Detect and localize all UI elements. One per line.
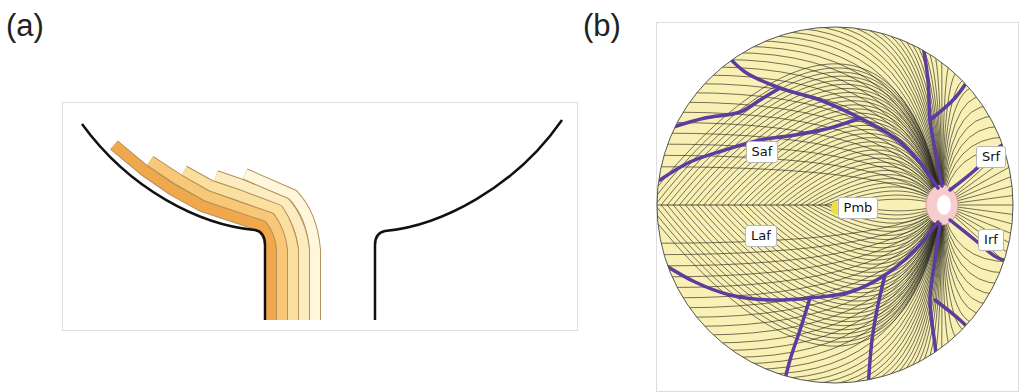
nerve-fiber	[666, 205, 942, 277]
region-label: Pmb	[844, 200, 873, 216]
nerve-fiber	[655, 205, 942, 338]
nerve-fiber	[649, 68, 942, 205]
blood-vessel	[660, 118, 860, 180]
label-box: Pmb	[838, 197, 879, 219]
nerve-fiber	[682, 102, 942, 205]
nerve-fiber	[742, 205, 942, 364]
nerve-fiber	[722, 117, 942, 205]
label-box: Irf	[978, 229, 1004, 251]
blood-vessel	[868, 275, 885, 390]
panel-frame	[63, 103, 578, 331]
nerve-fiber	[655, 167, 942, 205]
blood-vessel	[918, 20, 942, 186]
fiber-layer	[114, 145, 271, 320]
blood-vessel	[705, 30, 938, 188]
blood-vessel	[950, 138, 1015, 190]
cup-wall	[375, 120, 562, 320]
nerve-fiber	[774, 205, 942, 378]
nerve-fibers	[643, 21, 1019, 389]
nerve-fiber	[796, 25, 942, 205]
blood-vessel	[935, 300, 1000, 360]
blood-vessel	[670, 88, 780, 128]
nerve-fiber	[728, 121, 942, 205]
region-label: Saf	[752, 144, 773, 160]
region-label: Laf	[751, 228, 771, 244]
nerve-fiber	[722, 205, 942, 293]
cup-wall	[82, 124, 265, 320]
fundus-outline	[657, 27, 1013, 383]
nerve-fiber	[722, 205, 942, 350]
nerve-fiber	[658, 155, 942, 205]
nerve-fiber	[643, 64, 942, 205]
panel-frame	[657, 23, 1019, 392]
panel-label: (b)	[583, 8, 621, 44]
nerve-fiber	[676, 205, 942, 298]
label-box: Saf	[746, 141, 779, 163]
nerve-fiber	[649, 205, 942, 342]
nerve-fiber	[942, 62, 951, 205]
nerve-fiber	[942, 205, 951, 348]
nerve-fiber	[722, 60, 942, 205]
fiber-layer	[114, 145, 271, 320]
nerve-fiber	[728, 205, 942, 289]
blood-vessel	[930, 224, 940, 390]
nerve-fiber	[671, 123, 942, 205]
nerve-fiber	[746, 134, 942, 205]
nerve-fiber	[704, 205, 942, 305]
nerve-fiber	[704, 105, 942, 205]
nerve-fiber	[732, 53, 942, 205]
nerve-fiber	[661, 205, 942, 266]
optic-disc	[926, 185, 958, 225]
region-label: Irf	[984, 232, 998, 248]
raphe-line	[650, 205, 843, 206]
blood-vessel	[782, 298, 810, 392]
optic-cup	[937, 195, 951, 215]
label-box: Laf	[745, 225, 777, 247]
nerve-fiber	[643, 205, 942, 346]
nerve-fiber	[732, 205, 942, 357]
nerve-fiber	[752, 205, 942, 369]
nerve-fiber	[671, 205, 942, 287]
fiber-layers	[114, 145, 315, 320]
blood-vessel	[660, 222, 938, 300]
nerve-fiber	[676, 112, 942, 205]
nerve-fiber	[655, 205, 942, 243]
label-box: Srf	[976, 146, 1006, 168]
region-label: Srf	[982, 149, 1000, 165]
nerve-fiber	[658, 205, 942, 255]
panel-label: (a)	[6, 8, 44, 44]
nerve-fiber	[661, 144, 942, 205]
